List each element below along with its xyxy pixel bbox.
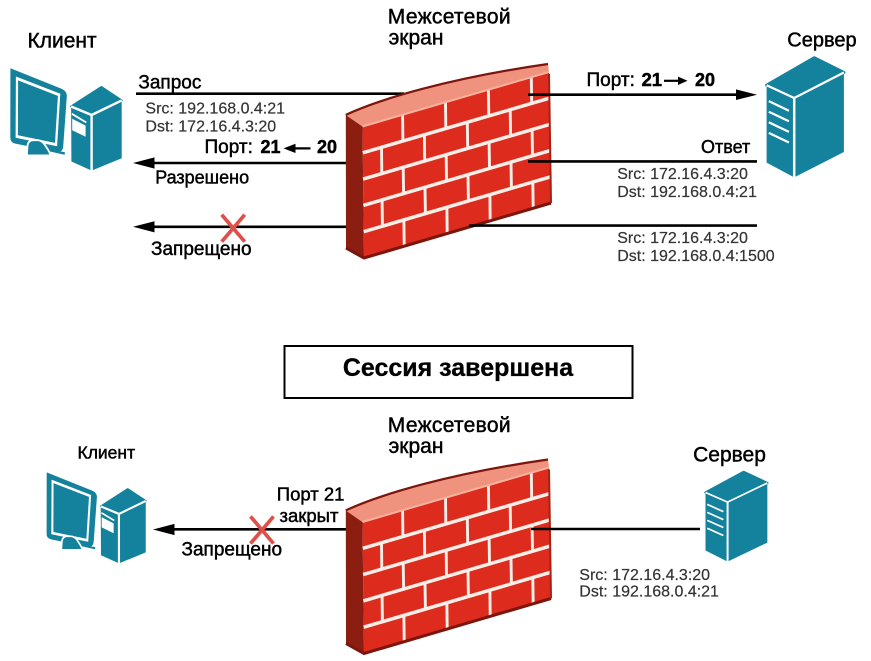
svg-text:Src: 172.16.4.3:20: Src: 172.16.4.3:20 [617, 230, 748, 247]
svg-text:21: 21 [261, 137, 281, 157]
svg-text:Ответ: Ответ [701, 137, 750, 157]
svg-text:Межсетевой: Межсетевой [388, 6, 511, 29]
svg-text:Межсетевой: Межсетевой [388, 414, 511, 437]
svg-text:Клиент: Клиент [78, 443, 136, 463]
svg-text:Сессия завершена: Сессия завершена [343, 354, 574, 382]
svg-text:21: 21 [642, 69, 663, 90]
svg-text:Запрещено: Запрещено [182, 540, 283, 561]
svg-text:Dst: 192.168.0.4:21: Dst: 192.168.0.4:21 [579, 584, 719, 601]
svg-text:20: 20 [695, 70, 715, 90]
svg-text:Запрос: Запрос [138, 72, 201, 93]
svg-text:закрыт: закрыт [280, 505, 339, 526]
svg-text:Src: 172.16.4.3:20: Src: 172.16.4.3:20 [617, 166, 748, 183]
svg-text:Порт:: Порт: [205, 137, 253, 158]
svg-text:Сервер: Сервер [693, 444, 766, 467]
svg-text:Запрещено: Запрещено [151, 239, 252, 260]
svg-text:Разрешено: Разрешено [155, 168, 249, 188]
svg-text:Src: 192.168.0.4:21: Src: 192.168.0.4:21 [145, 101, 285, 118]
svg-text:Клиент: Клиент [28, 29, 97, 52]
svg-text:Dst: 192.168.0.4:21: Dst: 192.168.0.4:21 [617, 184, 757, 201]
svg-text:20: 20 [317, 137, 337, 157]
svg-text:Src: 172.16.4.3:20: Src: 172.16.4.3:20 [579, 567, 710, 584]
svg-text:Порт:: Порт: [587, 70, 635, 91]
svg-text:Сервер: Сервер [787, 30, 856, 52]
svg-text:экран: экран [389, 27, 444, 50]
svg-text:экран: экран [389, 435, 444, 458]
svg-text:Порт 21: Порт 21 [277, 484, 345, 505]
svg-text:Dst: 192.168.0.4:1500: Dst: 192.168.0.4:1500 [617, 248, 775, 265]
svg-text:Dst: 172.16.4.3:20: Dst: 172.16.4.3:20 [145, 119, 276, 136]
